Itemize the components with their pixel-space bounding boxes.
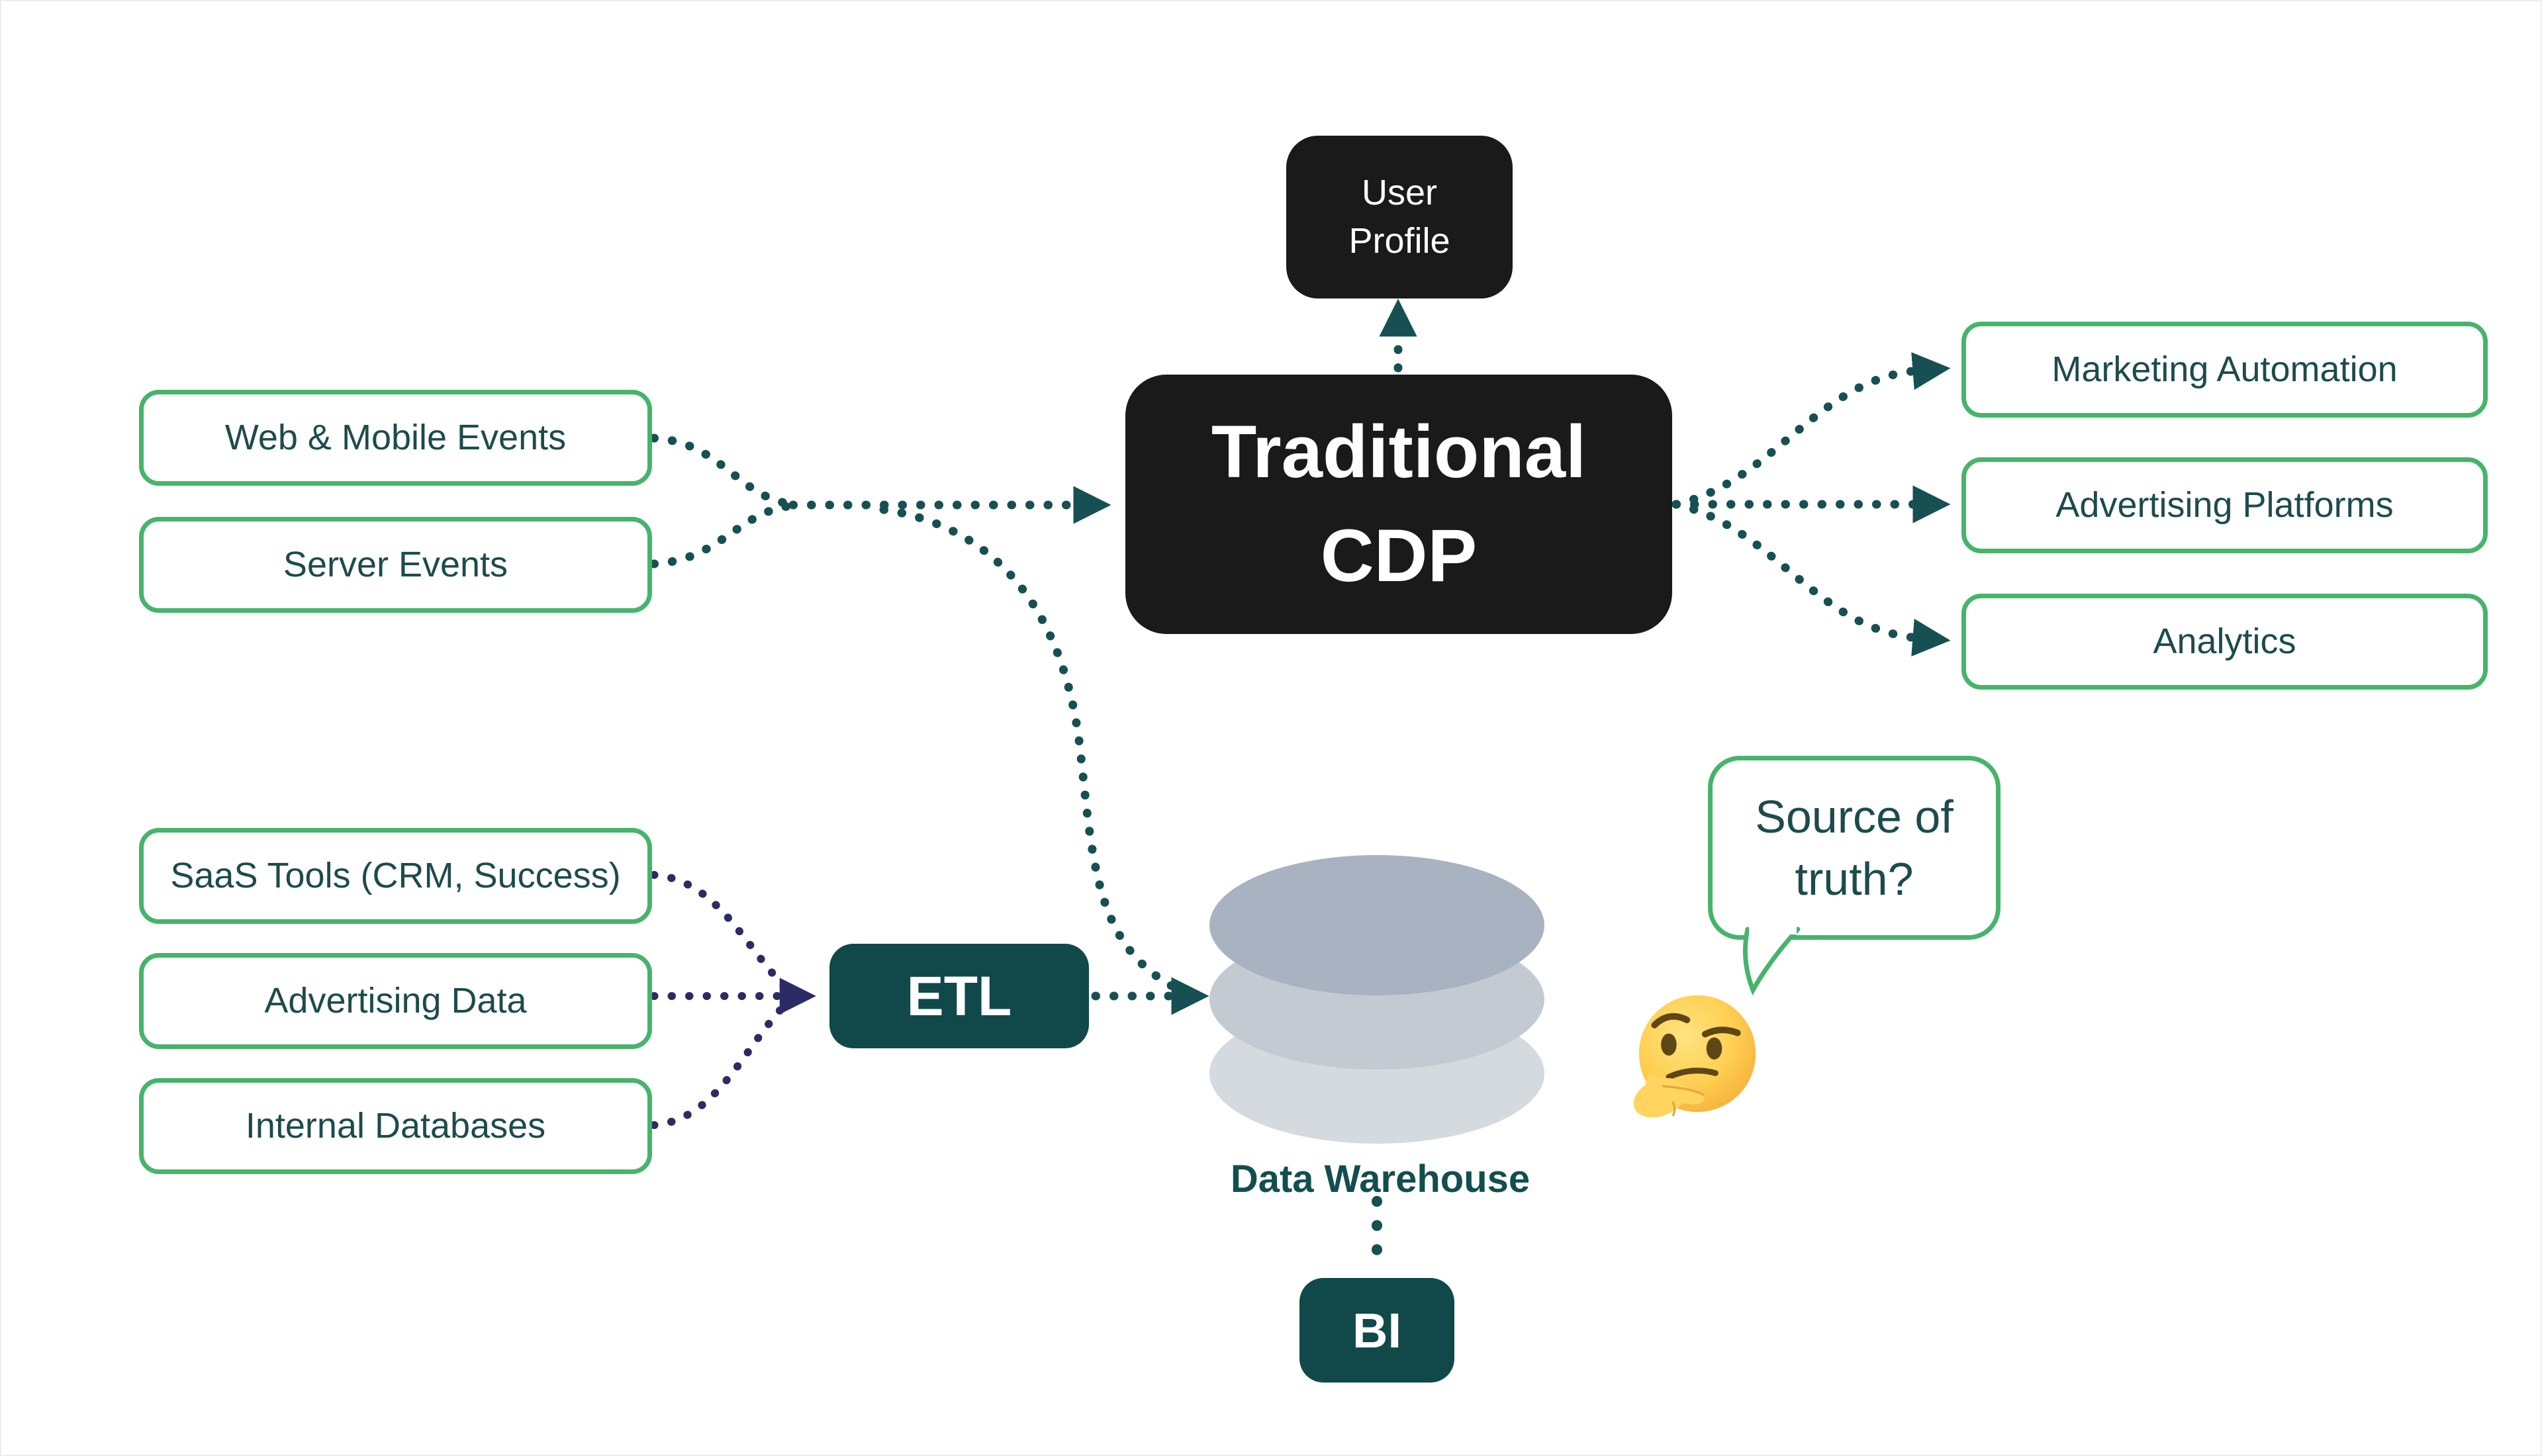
data-warehouse-label: Data Warehouse <box>1230 1158 1530 1201</box>
traditional-cdp-node: Traditional CDP <box>1125 375 1672 634</box>
source-server-events: Server Events <box>139 517 652 613</box>
bi-label: BI <box>1352 1302 1401 1358</box>
destination-label: Analytics <box>2153 621 2296 662</box>
destination-label: Advertising Platforms <box>2055 485 2394 525</box>
arrow-cdp-to-analytics <box>1671 500 1951 657</box>
bi-node: BI <box>1299 1278 1454 1383</box>
arrow-web-mobile-to-junction <box>649 433 798 509</box>
source-web-mobile-events: Web & Mobile Events <box>139 390 652 486</box>
source-label: Server Events <box>283 545 508 585</box>
user-profile-label: User Profile <box>1348 173 1450 261</box>
speech-bubble: Source of truth? <box>1708 756 2001 940</box>
database-cylinder-icon <box>1209 855 1544 1144</box>
destination-label: Marketing Automation <box>2051 349 2398 390</box>
arrow-events-to-warehouse-curve <box>879 505 1190 997</box>
arrow-server-events-to-junction <box>649 501 798 569</box>
source-internal-databases: Internal Databases <box>139 1078 652 1174</box>
speech-bubble-tail <box>1742 927 1801 996</box>
source-label: Internal Databases <box>245 1106 546 1146</box>
user-profile-node: User Profile <box>1286 136 1513 298</box>
thinking-face-emoji <box>1634 995 1756 1118</box>
source-label: Advertising Data <box>264 981 527 1021</box>
destination-marketing-automation: Marketing Automation <box>1961 322 2488 418</box>
source-label: SaaS Tools (CRM, Success) <box>170 856 621 896</box>
arrow-internal-db-to-etl-junction <box>650 997 793 1129</box>
destination-analytics: Analytics <box>1961 594 2488 690</box>
destination-advertising-platforms: Advertising Platforms <box>1961 457 2488 553</box>
source-label: Web & Mobile Events <box>224 418 567 458</box>
etl-node: ETL <box>829 944 1089 1048</box>
speech-bubble-text: Source of truth? <box>1755 790 1954 905</box>
traditional-cdp-label: Traditional CDP <box>1211 410 1587 597</box>
source-advertising-data: Advertising Data <box>139 953 652 1049</box>
arrow-cdp-to-marketing-automation <box>1671 352 1951 509</box>
etl-label: ETL <box>906 964 1012 1027</box>
source-saas-tools: SaaS Tools (CRM, Success) <box>139 828 652 924</box>
arrow-saas-to-etl-junction <box>650 871 793 995</box>
